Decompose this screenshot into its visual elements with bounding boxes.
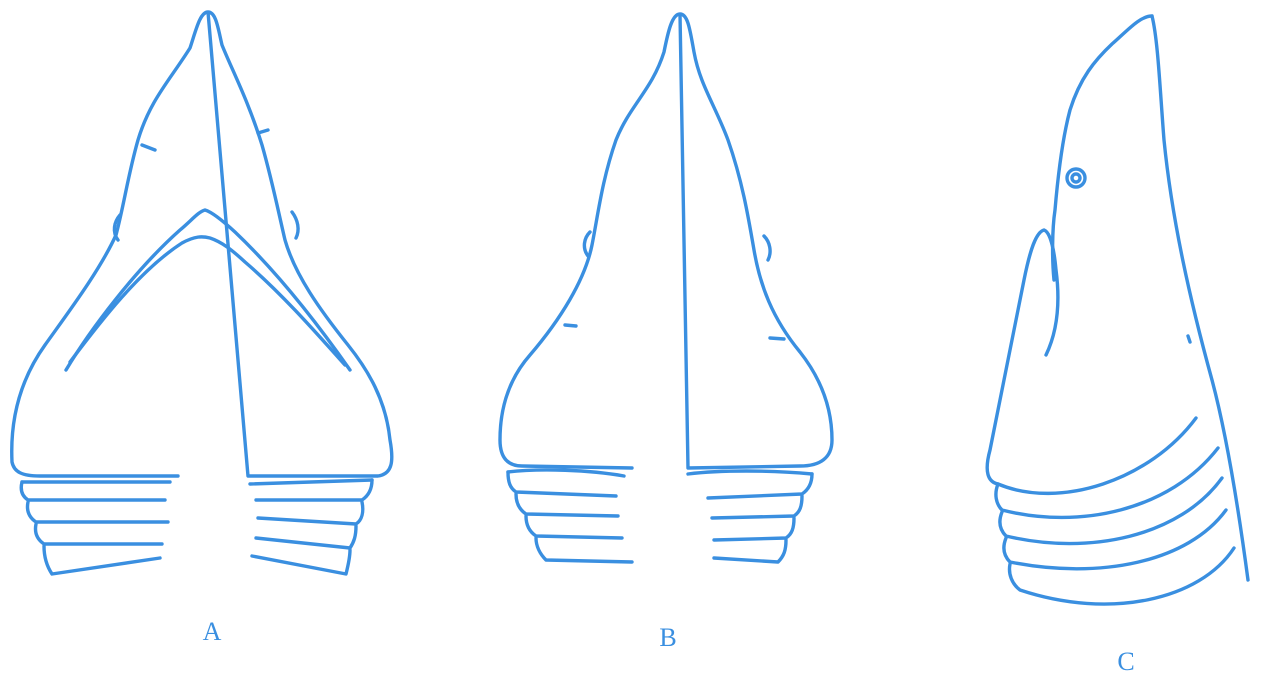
panel-label-b: B [659,623,676,652]
panel-a-mouth-inner [70,237,345,365]
panel-c-dorsal-outline [1152,16,1248,580]
panel-a-drawing [12,12,392,574]
panel-b-eye-right [764,236,770,260]
panel-c-eye [1067,169,1085,187]
panel-c-gills [996,418,1234,604]
panel-a-nostril-right [258,130,268,133]
panel-b-spiracle-left [565,325,576,326]
panel-a-gills-right [250,480,372,574]
panel-b-gills-right [688,471,812,562]
panel-a-head-outline [12,12,392,476]
panel-c-snout-outline [1053,16,1152,280]
panel-b-spiracle-right [770,338,784,339]
panel-b-drawing [500,14,832,562]
panel-c-drawing [987,16,1248,604]
panel-a-nostril-left [142,145,155,150]
panel-b-head-outline [500,14,832,468]
panel-c-spiracle [1188,336,1190,342]
panel-label-c: C [1117,647,1134,676]
panel-c-mouth-flap [987,230,1058,484]
panel-c-eye-pupil [1072,174,1080,182]
panel-b-gills-left [508,470,632,562]
panel-label-a: A [203,617,222,646]
panel-a-eye-right [292,212,298,238]
panel-a-gills-left [21,482,170,574]
